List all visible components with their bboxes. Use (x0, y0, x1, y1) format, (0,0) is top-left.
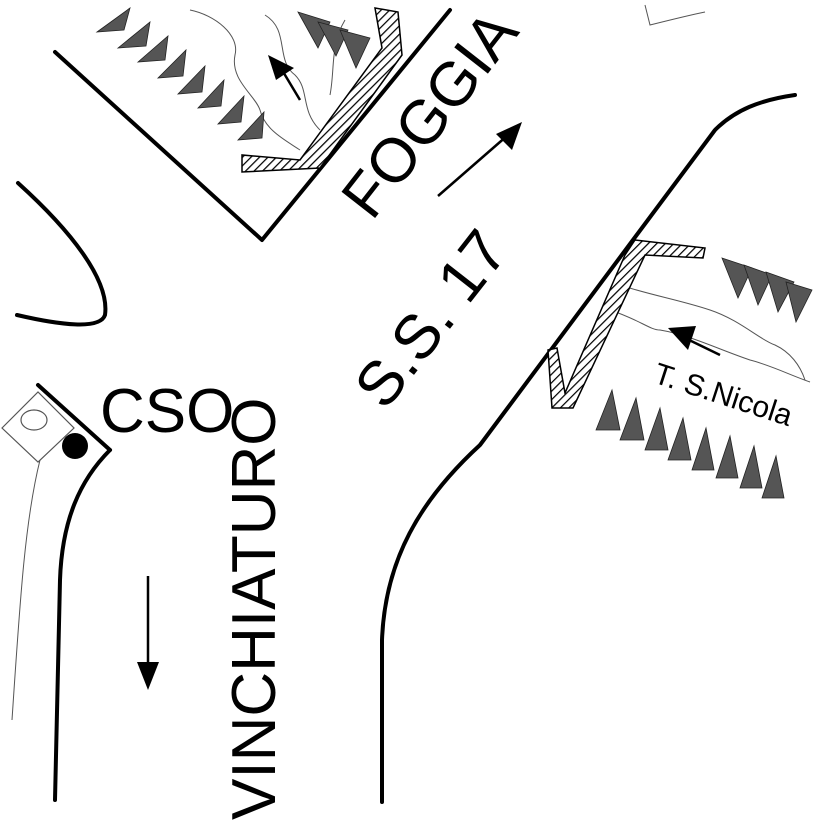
label-ss17: S.S. 17 (342, 218, 522, 421)
creek-line-top-2 (264, 14, 321, 131)
embankment-right-bottom (595, 388, 785, 499)
creek-flow-arrow-north (268, 55, 302, 101)
creek-line-right-1 (619, 284, 806, 381)
bridge-hatch-north (241, 7, 403, 173)
direction-arrow-foggia (437, 122, 522, 197)
creek-line-top-1 (189, 9, 301, 151)
road-edge-left-curve (15, 181, 108, 327)
road-edge-foggia-north (53, 8, 452, 242)
road-edge-ss17-east (380, 93, 797, 804)
embankment-left-top-inner (297, 11, 371, 69)
label-cso: CSO (100, 377, 234, 446)
creek-flow-arrow-east (668, 326, 721, 357)
creek-line-top-3 (329, 19, 346, 96)
bridge-hatch-east (547, 239, 706, 409)
direction-arrow-vinchiaturo (137, 576, 159, 690)
building-symbol (1, 391, 75, 463)
road-edge-cso-corner (36, 383, 112, 452)
embankment-right-top (721, 257, 813, 324)
label-vinchiaturo: VINCHIATURO (220, 397, 289, 820)
point-marker (62, 433, 88, 459)
embankment-left-top (95, 7, 265, 141)
creek-line-right-2 (609, 309, 811, 383)
creek-line-top-right (644, 4, 706, 26)
road-edge-vinchiaturo-west (53, 448, 112, 802)
creek-line-left (11, 459, 41, 721)
